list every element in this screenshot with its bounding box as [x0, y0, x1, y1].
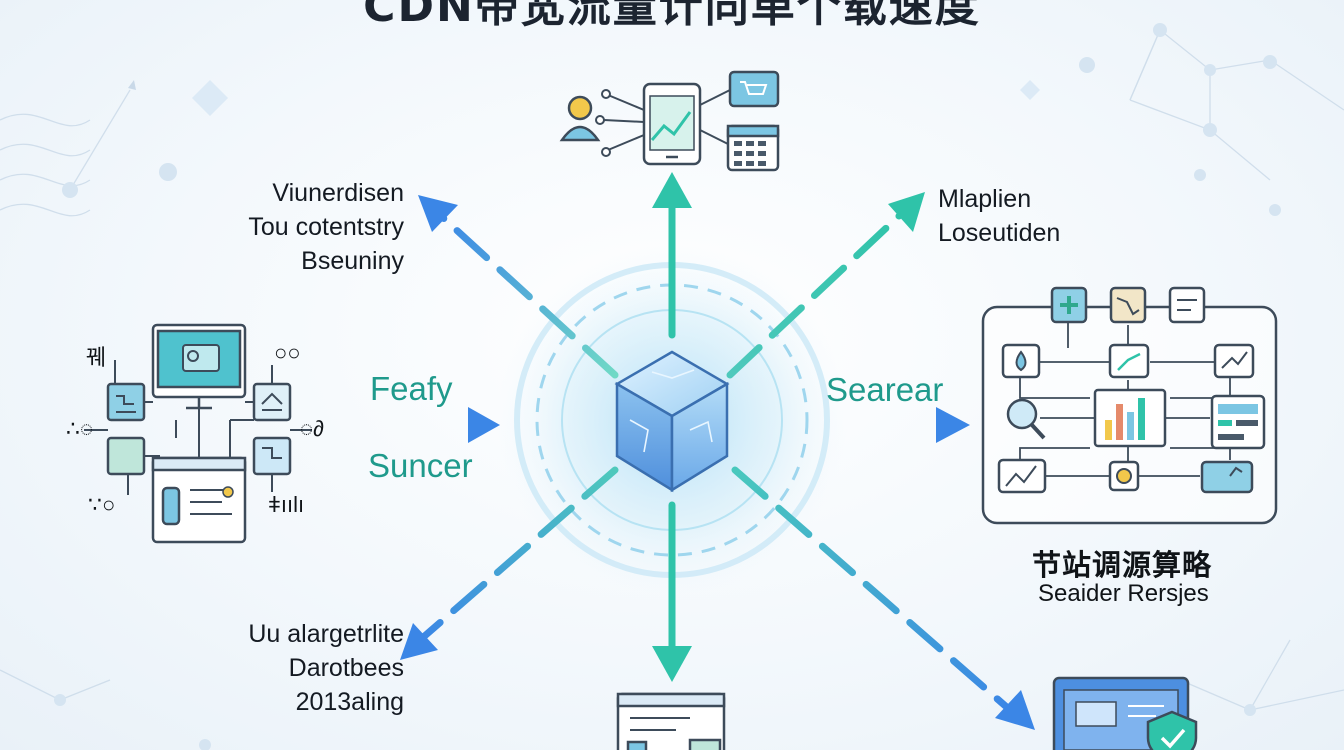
label-line: Bseuniny — [301, 247, 404, 275]
label-top-left: Viunerdisen Tou cotentstry Bseuniny — [180, 176, 404, 278]
label-line: Darotbees — [288, 654, 404, 682]
label-top-right: Mlaplien Loseutiden — [938, 182, 1158, 250]
glyph-mid-right: ◌∂ — [300, 416, 324, 441]
caption-en: Seaider Rersjes — [1038, 580, 1209, 607]
bottom-browser-icon — [616, 692, 726, 750]
label-line: Tou cotentstry — [248, 213, 404, 241]
label-suncer: Suncer — [368, 447, 473, 484]
label-line: Uu alargetrlite — [248, 620, 404, 648]
calculator-grid-icon — [726, 124, 780, 172]
label-line: Mlaplien — [938, 185, 1032, 213]
tablet-chart-icon — [642, 82, 702, 166]
label-bottom-left: Uu alargetrlite Darotbees 2013aling — [150, 617, 404, 719]
glyph-mid-left: ∴◌ — [66, 416, 94, 441]
label-line: Loseutiden — [938, 219, 1061, 247]
diamond-decor — [192, 80, 228, 116]
diamond-decor — [1020, 80, 1040, 100]
arrow-upper-right — [726, 211, 904, 379]
side-widget-icons — [106, 382, 292, 476]
shopping-cart-icon — [728, 70, 780, 108]
browser-form-icon — [151, 456, 247, 544]
arrow-lower-left — [416, 466, 619, 644]
monitor-image-icon — [151, 323, 247, 410]
shield-check-icon — [1146, 710, 1198, 750]
connector-lines — [595, 89, 731, 157]
glyph-top-left: 꿰 — [86, 345, 107, 370]
central-cube-icon — [614, 350, 730, 493]
glyph-bottom-right: ǂıılı — [268, 492, 305, 517]
label-line: Viunerdisen — [272, 179, 404, 207]
label-feafy: Feafy — [370, 370, 453, 407]
glyph-bottom-left: ∵○ — [88, 492, 116, 517]
arrow-lower-right — [731, 466, 1014, 714]
arrow-upper-left — [436, 211, 619, 379]
flow-node-icons — [997, 286, 1266, 494]
arrow-heads — [400, 172, 1035, 730]
user-icon — [559, 95, 601, 142]
label-searear: Searear — [826, 371, 944, 408]
label-line: 2013aling — [295, 688, 404, 716]
background-network — [0, 29, 1344, 711]
caption-cn: 节站调源算略 — [1032, 548, 1213, 582]
glyph-top-right: ○○ — [274, 340, 301, 365]
diagram-title: CDN带宽流量计同单个载速度 — [363, 0, 981, 32]
left-connectors — [84, 360, 312, 495]
